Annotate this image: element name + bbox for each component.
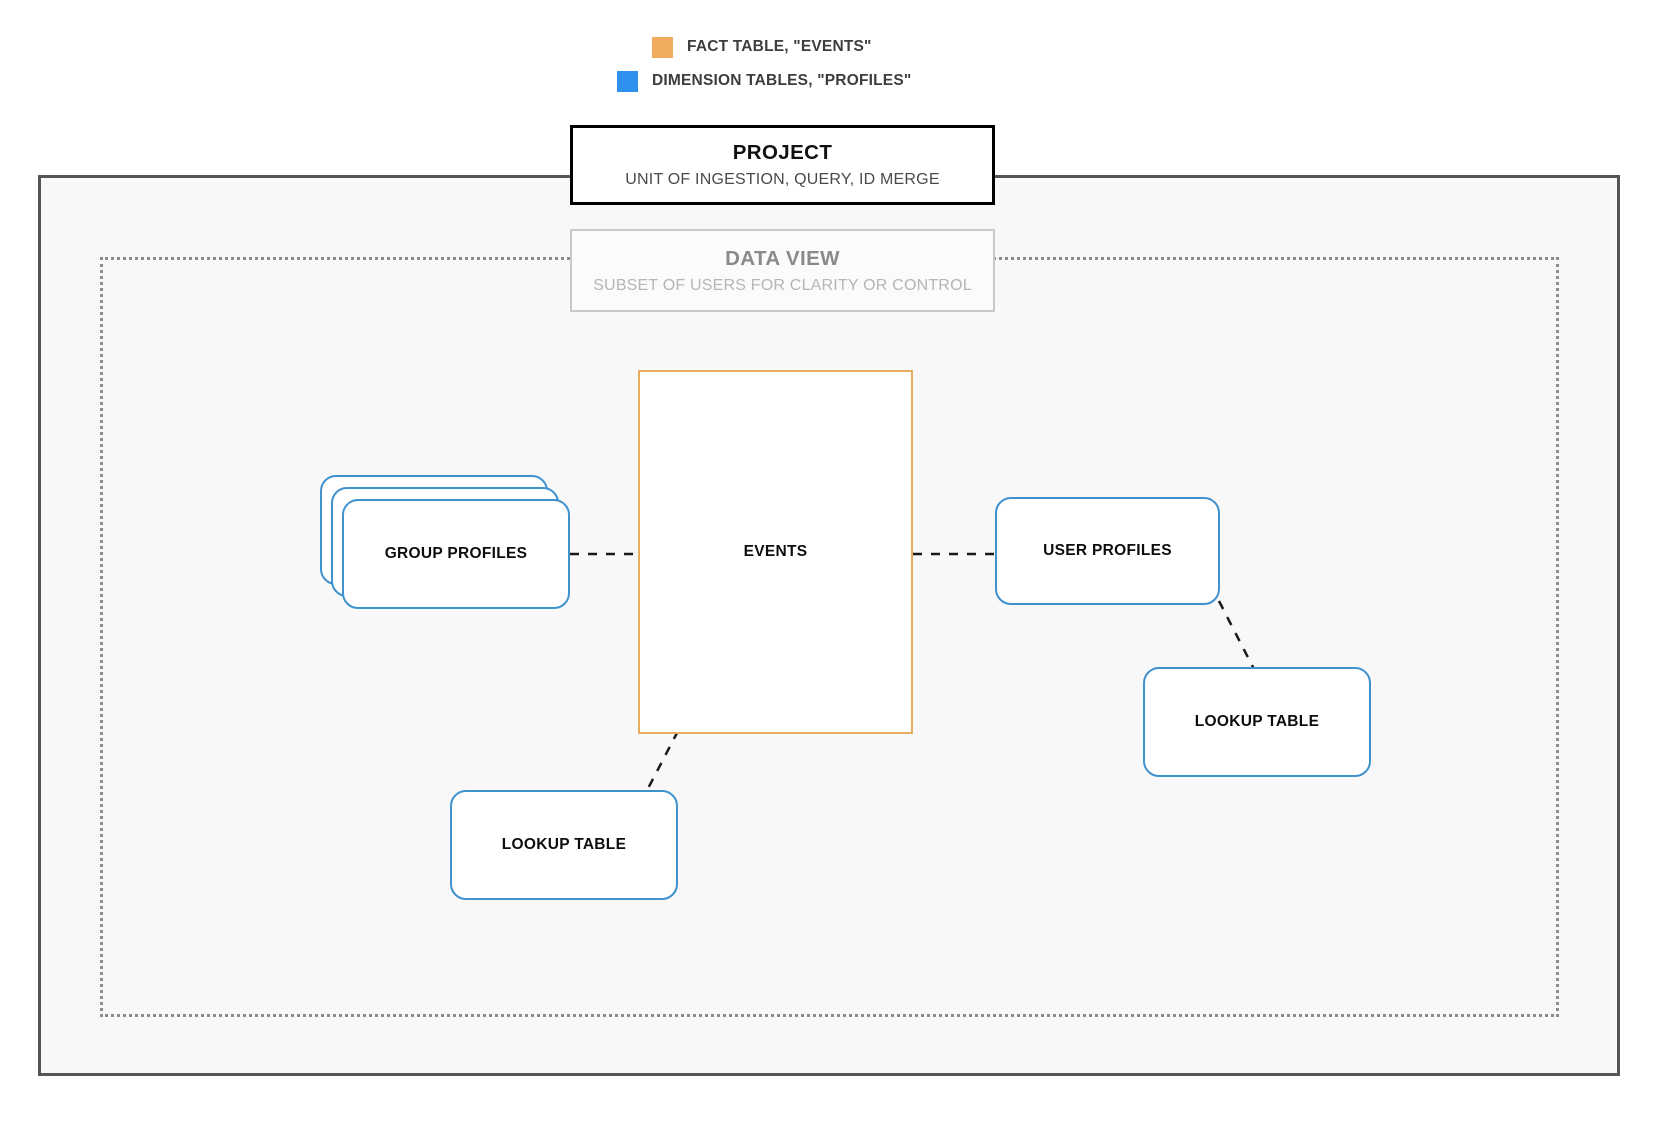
node-group-profiles-stack-front: GROUP PROFILES bbox=[342, 499, 570, 609]
project-card: PROJECT UNIT OF INGESTION, QUERY, ID MER… bbox=[570, 125, 995, 205]
node-lookup-table-bottom-label: LOOKUP TABLE bbox=[501, 836, 627, 853]
node-group-profiles-label: GROUP PROFILES bbox=[384, 545, 528, 562]
node-events: EVENTS bbox=[638, 370, 913, 734]
legend-item-label: FACT TABLE, "EVENTS" bbox=[687, 38, 872, 55]
project-subtitle: UNIT OF INGESTION, QUERY, ID MERGE bbox=[625, 171, 940, 188]
node-user-profiles: USER PROFILES bbox=[995, 497, 1220, 605]
square-swatch-icon bbox=[617, 70, 638, 92]
node-lookup-table-right: LOOKUP TABLE bbox=[1143, 667, 1371, 777]
data-view-title: DATA VIEW bbox=[725, 246, 840, 270]
data-view-card: DATA VIEW SUBSET OF USERS FOR CLARITY OR… bbox=[570, 229, 995, 312]
node-user-profiles-label: USER PROFILES bbox=[1043, 542, 1172, 559]
legend-item-dimension-tables: DIMENSION TABLES, "PROFILES" bbox=[0, 64, 1664, 98]
project-title: PROJECT bbox=[732, 141, 833, 164]
data-view-subtitle: SUBSET OF USERS FOR CLARITY OR CONTROL bbox=[593, 276, 972, 294]
legend-item-label: DIMENSION TABLES, "PROFILES" bbox=[652, 72, 912, 89]
node-lookup-table-right-label: LOOKUP TABLE bbox=[1194, 713, 1320, 730]
square-swatch-icon bbox=[652, 36, 673, 58]
legend-item-fact-table: FACT TABLE, "EVENTS" bbox=[0, 30, 1664, 64]
node-lookup-table-bottom: LOOKUP TABLE bbox=[450, 790, 678, 900]
node-group-profiles: GROUP PROFILES bbox=[320, 475, 570, 610]
legend: FACT TABLE, "EVENTS" DIMENSION TABLES, "… bbox=[0, 30, 1664, 98]
node-events-label: EVENTS bbox=[743, 543, 808, 560]
